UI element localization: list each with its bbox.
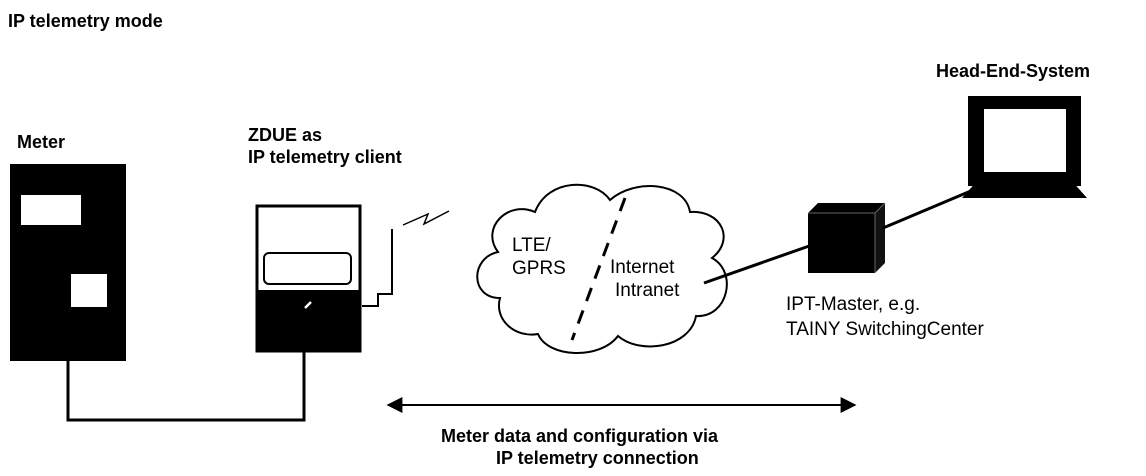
page-title: IP telemetry mode [8, 11, 163, 31]
meter-label: Meter [17, 132, 66, 152]
ipt-master-label-line2: TAINY SwitchingCenter [786, 319, 984, 340]
meter-zdue-cable [66, 351, 306, 422]
meter-display-upper [21, 195, 81, 225]
meter-device [10, 164, 126, 361]
zdue-display [263, 252, 352, 285]
cloud-right-line1: Internet [610, 257, 675, 278]
cloud-divider [570, 197, 627, 341]
zdue-label-line2: IP telemetry client [248, 147, 402, 167]
ipt-master-label-line1: IPT-Master, e.g. [786, 294, 921, 315]
cloud-ipt-link [703, 243, 813, 285]
head-end-computer [962, 96, 1087, 198]
wireless-signal-icon [402, 210, 450, 226]
head-end-label: Head-End-System [936, 61, 1091, 81]
zdue-device [255, 204, 362, 353]
meter-display-lower [71, 274, 107, 307]
connection-label-line1: Meter data and configuration via [441, 426, 719, 446]
cloud-right-line2: Intranet [615, 280, 680, 301]
ipt-master-device [808, 202, 886, 273]
cloud-left-line1: LTE/ [512, 235, 551, 256]
keyboard-base-icon [962, 180, 1087, 198]
connection-label-line2: IP telemetry connection [496, 448, 699, 468]
network-cloud [476, 183, 728, 354]
antenna-cable [362, 229, 393, 307]
zdue-label-line1: ZDUE as [248, 125, 323, 145]
cloud-left-line2: GPRS [512, 258, 566, 279]
zdue-led-icon [304, 301, 312, 309]
